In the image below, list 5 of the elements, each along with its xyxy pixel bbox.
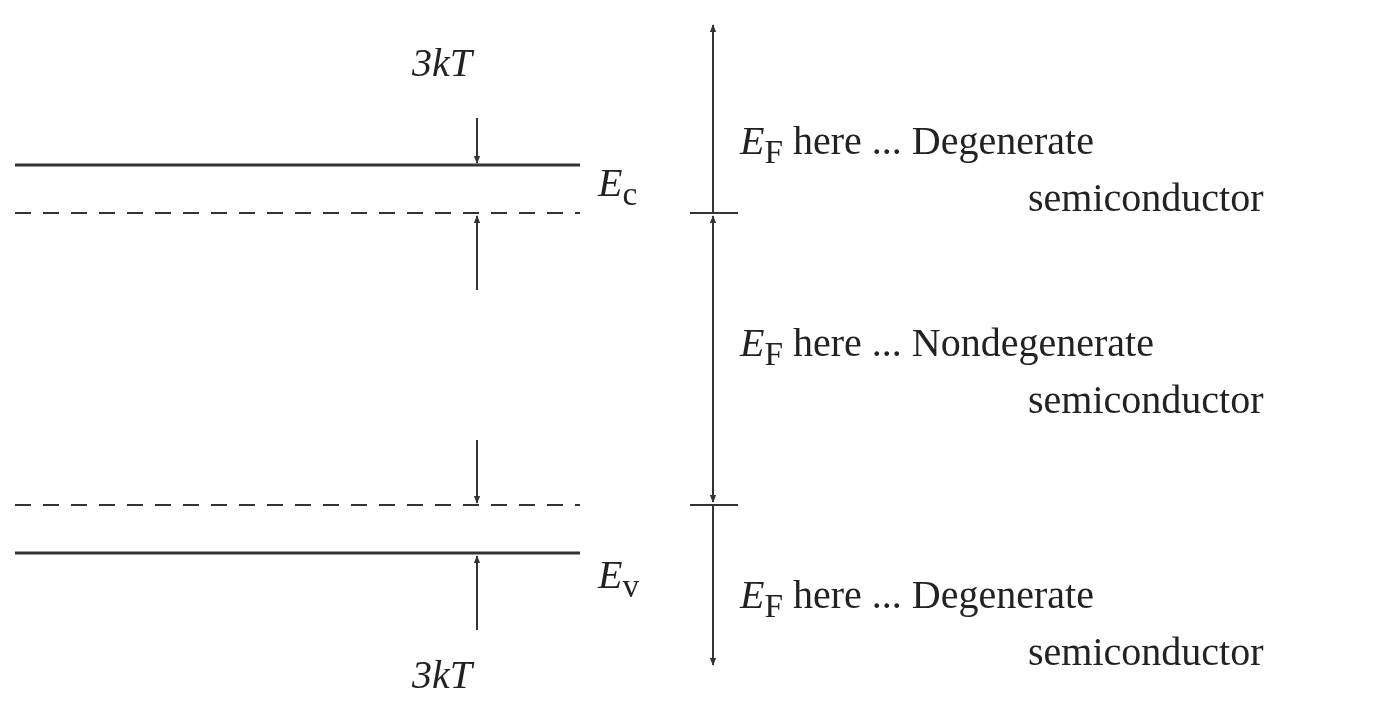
fermi-level-note: E$_{F}$ here ... Degenerate semiconductor [740,118,1265,221]
fermi-level-note: E$_{F}$ here ... Nondegenerate semiconductor [740,320,1265,423]
band-edge-label: E$_{v}$ [598,552,640,606]
band-edge-label: E$_{c}$ [598,160,638,214]
fermi-level-note: E$_{F}$ here ... Degenerate semiconductor [740,572,1265,675]
